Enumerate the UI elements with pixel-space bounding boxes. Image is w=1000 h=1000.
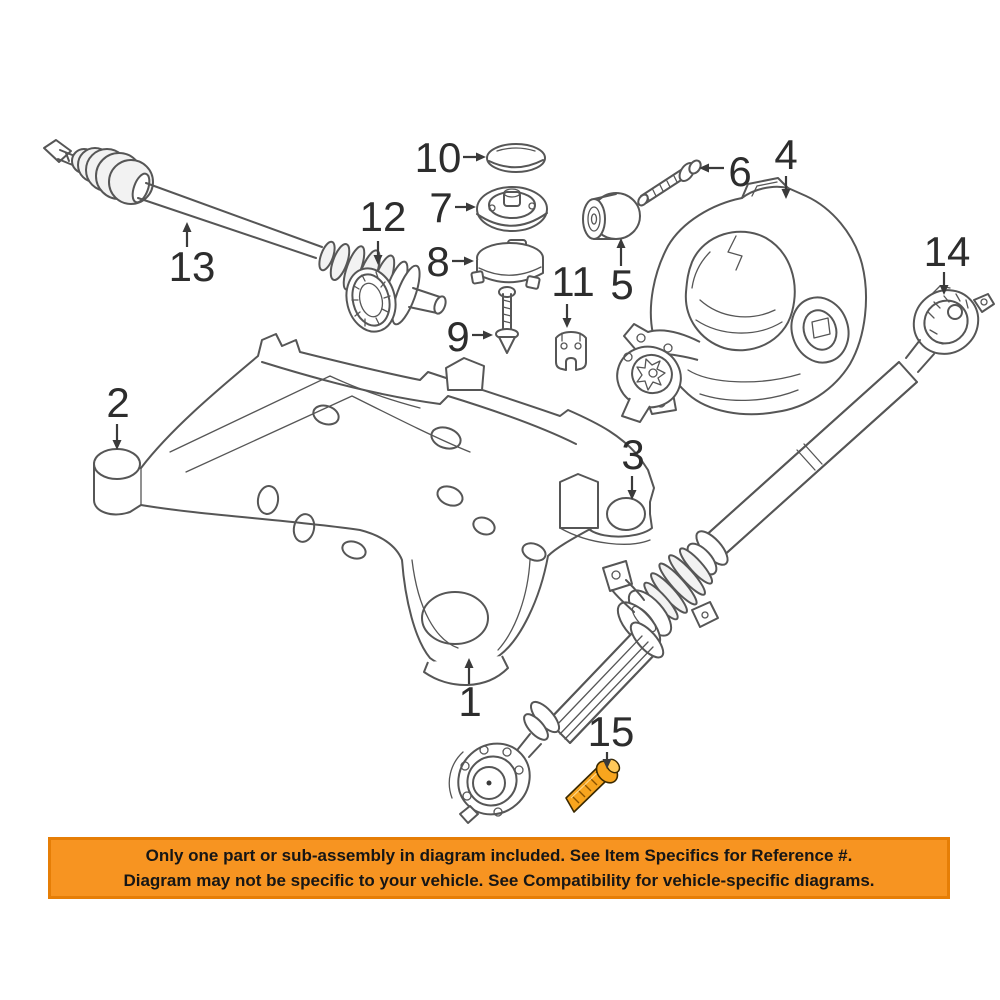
mount-bolt (495, 286, 519, 354)
callout-15-label: 15 (588, 708, 635, 755)
callout-15: 15 (588, 708, 635, 769)
callout-8-label: 8 (426, 238, 449, 285)
callout-5: 5 (610, 238, 634, 308)
callout-14-label: 14 (924, 228, 971, 275)
callout-3-label: 3 (621, 431, 644, 478)
highlighted-bolt (565, 758, 621, 813)
callout-3: 3 (621, 431, 645, 500)
callout-2-label: 2 (106, 379, 129, 426)
differential-assembly (616, 177, 867, 423)
callout-12: 12 (360, 193, 407, 265)
callout-9-label: 9 (446, 313, 469, 360)
rear-cv-joint (905, 285, 995, 373)
upper-strut-mount (476, 186, 548, 232)
callout-10: 10 (415, 134, 486, 181)
front-flange (448, 742, 531, 824)
callout-7-label: 7 (429, 184, 452, 231)
callouts: 1 2 3 4 5 6 7 (106, 131, 970, 769)
callout-1-label: 1 (458, 678, 481, 725)
retainer-clip (555, 331, 587, 371)
callout-8: 8 (426, 238, 474, 285)
callout-12-label: 12 (360, 193, 407, 240)
callout-4-label: 4 (774, 131, 797, 178)
callout-11-label: 11 (551, 258, 595, 305)
callout-13: 13 (169, 222, 216, 290)
callout-4: 4 (774, 131, 798, 199)
callout-6: 6 (699, 148, 752, 195)
differential-bushing (582, 192, 641, 240)
callout-10-label: 10 (415, 134, 462, 181)
callout-14: 14 (924, 228, 971, 295)
differential-bolt (637, 159, 702, 207)
disclaimer-banner: Only one part or sub-assembly in diagram… (48, 837, 950, 899)
callout-9: 9 (446, 313, 493, 360)
callout-1: 1 (458, 658, 482, 725)
axle-seal-ring (345, 267, 397, 333)
lower-strut-mount (470, 239, 544, 290)
mount-cap (486, 143, 546, 173)
callout-2: 2 (106, 379, 130, 450)
callout-6-label: 6 (728, 148, 751, 195)
callout-13-label: 13 (169, 243, 216, 290)
callout-7: 7 (429, 184, 476, 231)
disclaimer-line1: Only one part or sub-assembly in diagram… (145, 846, 853, 865)
callout-11: 11 (551, 258, 595, 328)
rear-subframe-crossmember (93, 333, 655, 686)
disclaimer-line2: Diagram may not be specific to your vehi… (123, 871, 875, 890)
callout-5-label: 5 (610, 261, 633, 308)
driveshaft (448, 285, 995, 824)
